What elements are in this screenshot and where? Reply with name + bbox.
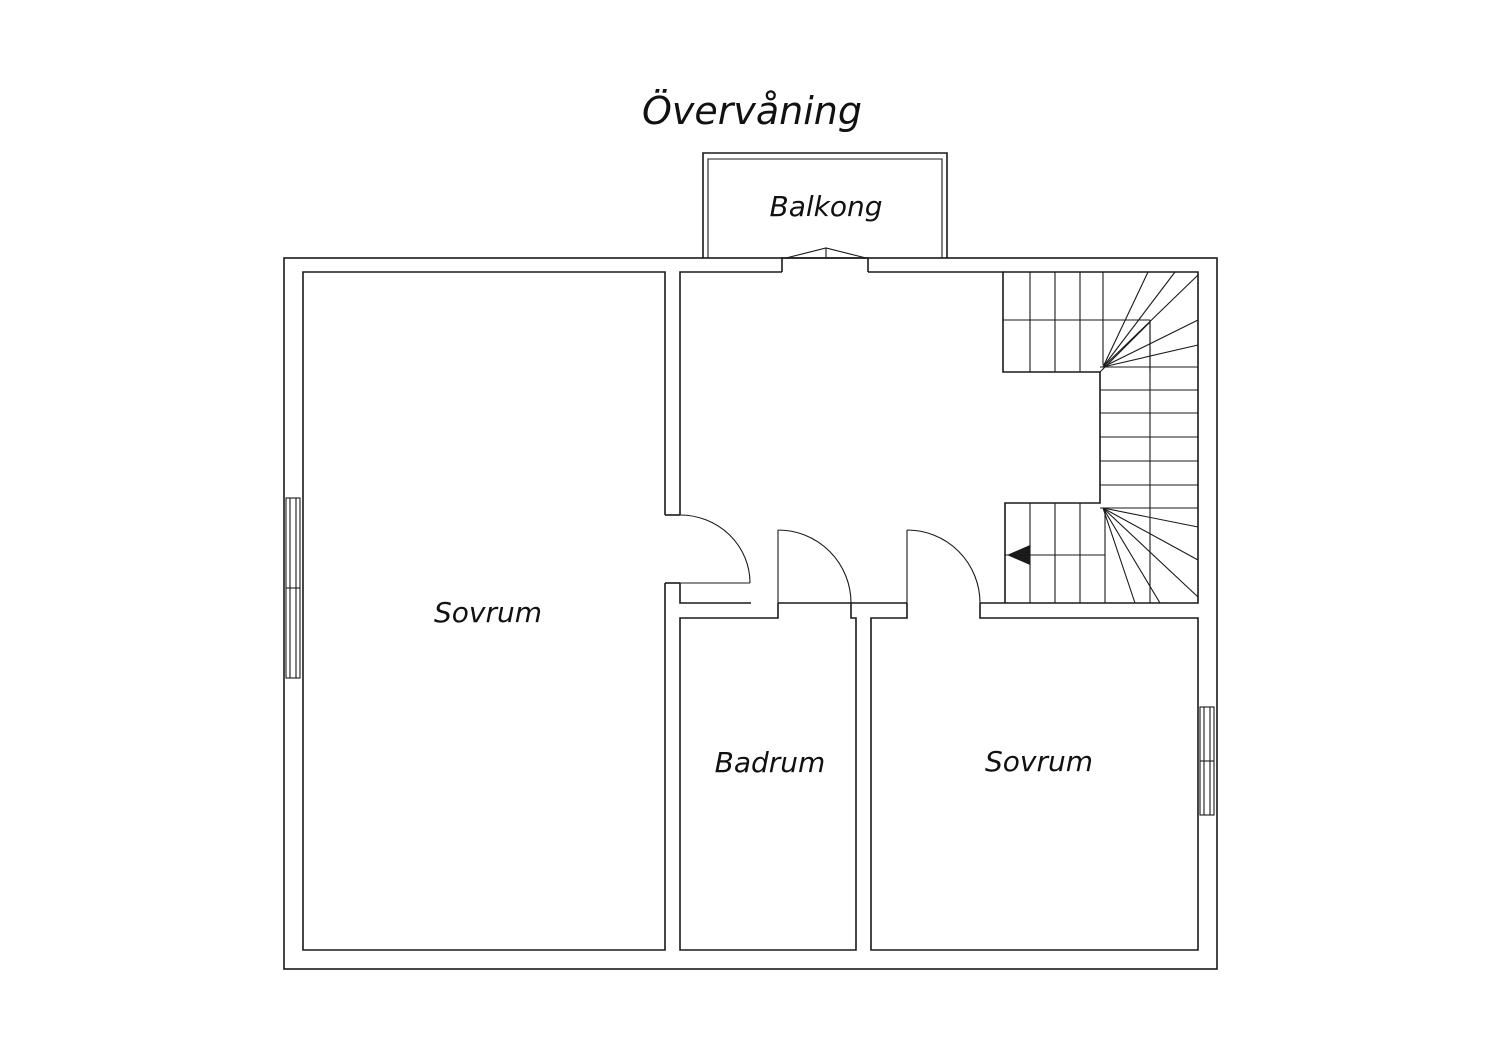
bathroom-label: Badrum xyxy=(715,746,826,779)
balcony-door xyxy=(781,247,869,272)
bedroom-large-label: Sovrum xyxy=(434,596,542,629)
bedroom-large xyxy=(302,271,666,951)
bedroom-small-label: Sovrum xyxy=(985,745,1093,778)
floor-title: Övervåning xyxy=(642,89,862,133)
window-left xyxy=(285,497,301,679)
balcony-label: Balkong xyxy=(769,190,882,223)
bathroom xyxy=(679,603,857,951)
door-bedroom-small xyxy=(906,529,981,604)
exterior-walls xyxy=(283,257,1218,970)
stair-arrow-icon xyxy=(1007,545,1030,565)
door-bathroom xyxy=(777,529,852,604)
window-right xyxy=(1199,706,1215,816)
bedroom-small xyxy=(870,603,1199,951)
door-bedroom-large xyxy=(665,514,751,584)
balcony xyxy=(702,152,948,258)
staircase xyxy=(1003,271,1199,604)
